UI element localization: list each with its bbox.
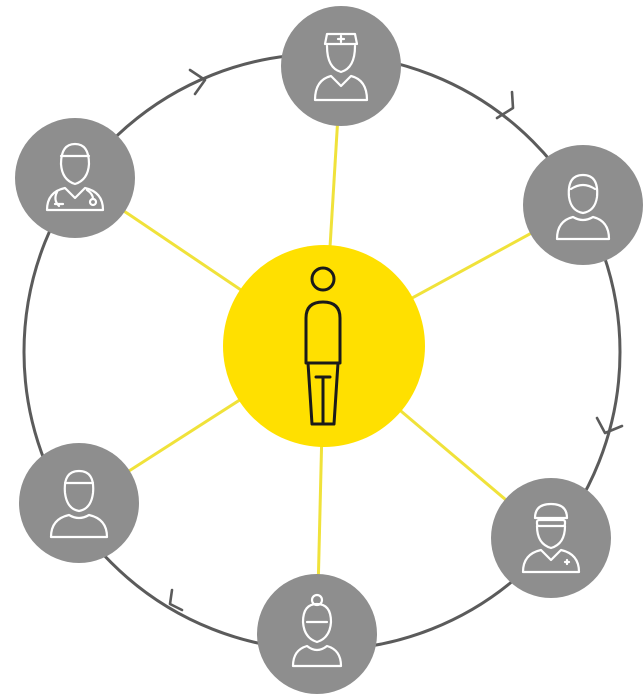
node-person	[523, 145, 643, 265]
node-doctor	[15, 118, 135, 238]
woman-icon	[291, 593, 343, 668]
center-disc	[223, 245, 425, 447]
doctor-icon	[45, 142, 105, 212]
node-doctor-disc	[15, 118, 135, 238]
nurse-icon	[313, 32, 369, 102]
flow-arrows	[168, 68, 624, 612]
node-surgeon-disc	[491, 478, 611, 598]
arrowhead-top-left	[188, 68, 207, 96]
node-man	[19, 443, 139, 563]
node-woman	[257, 574, 377, 694]
arrowhead-top-right	[495, 90, 515, 120]
surgeon-icon	[521, 502, 581, 574]
person-icon	[555, 173, 611, 241]
arrowhead-bottom-left	[168, 588, 184, 612]
node-surgeon	[491, 478, 611, 598]
node-nurse-disc	[281, 6, 401, 126]
node-man-disc	[19, 443, 139, 563]
center-node	[223, 245, 425, 447]
node-nurse	[281, 6, 401, 126]
node-woman-disc	[257, 574, 377, 694]
man-icon	[49, 469, 109, 539]
patient-figure-icon	[304, 266, 342, 426]
arrowhead-right	[595, 416, 624, 435]
node-person-disc	[523, 145, 643, 265]
